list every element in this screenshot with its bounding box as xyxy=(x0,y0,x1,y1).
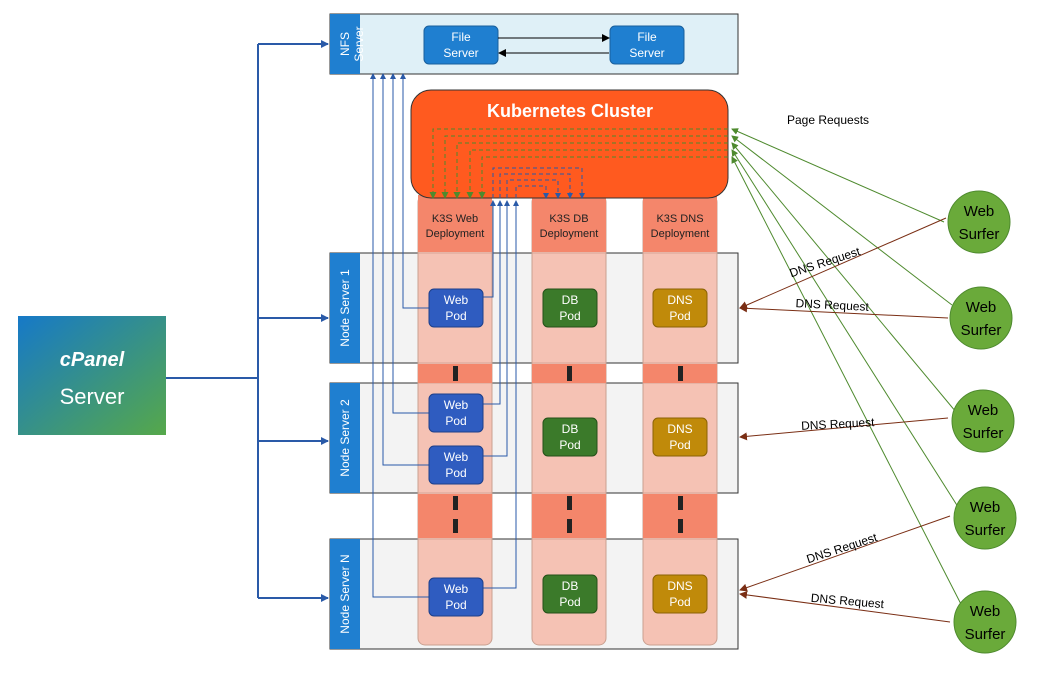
db-request-routing xyxy=(492,167,585,199)
cpanel-connections xyxy=(166,40,329,602)
nfs-label-line1: NFS xyxy=(338,32,352,56)
web-surfer: Web Surfer xyxy=(949,286,1013,350)
svg-text:Surfer: Surfer xyxy=(965,626,1006,643)
dns-request-label: DNS Request xyxy=(788,244,863,280)
deployment-header xyxy=(532,195,606,252)
node-server-label-box xyxy=(330,539,360,649)
file-server-label: File xyxy=(637,30,657,44)
svg-text:DNS: DNS xyxy=(667,422,692,436)
file-server-box xyxy=(609,25,685,65)
svg-text:Pod: Pod xyxy=(559,438,580,452)
svg-text:DB: DB xyxy=(562,293,579,307)
svg-text:Pod: Pod xyxy=(669,595,690,609)
svg-text:Web: Web xyxy=(968,402,999,419)
deployment-label: Deployment xyxy=(651,228,710,240)
page-requests-label: Page Requests xyxy=(787,113,869,127)
nfs-mount-lines xyxy=(370,73,429,598)
svg-text:Surfer: Surfer xyxy=(965,522,1006,539)
deployment-label: K3S DB xyxy=(549,213,588,225)
svg-text:Pod: Pod xyxy=(445,466,466,480)
dns-request-label: DNS Request xyxy=(795,296,870,314)
deployment-header xyxy=(643,195,717,252)
svg-text:Pod: Pod xyxy=(445,309,466,323)
continuation-marks xyxy=(453,366,683,533)
svg-text:Pod: Pod xyxy=(669,438,690,452)
db-pod: DB Pod xyxy=(542,417,598,457)
cpanel-server-label: Server xyxy=(60,384,125,409)
db-pod: DB Pod xyxy=(542,288,598,328)
cluster-title: Kubernetes Cluster xyxy=(487,101,653,121)
dns-pod: DNS Pod xyxy=(652,417,708,457)
page-request-lines xyxy=(731,128,965,611)
dns-pod: DNS Pod xyxy=(652,574,708,614)
deployment-header xyxy=(418,195,492,252)
svg-text:Web: Web xyxy=(970,499,1001,516)
svg-text:Surfer: Surfer xyxy=(959,226,1000,243)
web-surfer: Web Surfer xyxy=(951,389,1015,453)
svg-text:Web: Web xyxy=(444,582,469,596)
node-server-label: Node Server N xyxy=(338,554,352,633)
dns-request-label: DNS Request xyxy=(810,591,885,611)
svg-text:Pod: Pod xyxy=(559,595,580,609)
nfs-label-line2: Server xyxy=(352,26,366,61)
node-server-label-box xyxy=(330,383,360,493)
deployment-label: Deployment xyxy=(426,228,485,240)
svg-text:Pod: Pod xyxy=(445,598,466,612)
web-pod: Web Pod xyxy=(428,393,484,433)
dns-request-label: DNS Request xyxy=(805,530,880,566)
svg-text:DNS: DNS xyxy=(667,293,692,307)
web-surfer: Web Surfer xyxy=(953,486,1017,550)
svg-text:Surfer: Surfer xyxy=(961,322,1002,339)
svg-text:DB: DB xyxy=(562,422,579,436)
svg-text:DNS: DNS xyxy=(667,579,692,593)
svg-text:Web: Web xyxy=(966,299,997,316)
svg-text:Pod: Pod xyxy=(445,414,466,428)
nfs-server-label-box xyxy=(330,14,360,74)
cpanel-server xyxy=(18,316,166,435)
dns-pod: DNS Pod xyxy=(652,288,708,328)
cpanel-logo: cPanel xyxy=(60,349,125,371)
web-surfer: Web Surfer xyxy=(947,190,1011,254)
pod-cluster-lines xyxy=(483,200,519,589)
svg-text:DB: DB xyxy=(562,579,579,593)
svg-text:Web: Web xyxy=(964,203,995,220)
node-server-label-box xyxy=(330,253,360,363)
node-server-label: Node Server 1 xyxy=(338,269,352,347)
svg-text:Pod: Pod xyxy=(559,309,580,323)
deployment-label: Deployment xyxy=(540,228,599,240)
file-server-box xyxy=(423,25,499,65)
web-pod: Web Pod xyxy=(428,445,484,485)
node-server-label: Node Server 2 xyxy=(338,399,352,477)
web-pod: Web Pod xyxy=(428,577,484,617)
deployment-label: K3S DNS xyxy=(656,213,703,225)
svg-text:Web: Web xyxy=(444,450,469,464)
dns-request-label: DNS Request xyxy=(801,415,876,433)
file-server-label: Server xyxy=(443,46,478,60)
svg-text:Web: Web xyxy=(444,293,469,307)
svg-text:Pod: Pod xyxy=(669,309,690,323)
web-pod: Web Pod xyxy=(428,288,484,328)
page-request-routing xyxy=(429,128,728,199)
db-pod: DB Pod xyxy=(542,574,598,614)
file-server-label: File xyxy=(451,30,471,44)
svg-text:Web: Web xyxy=(444,398,469,412)
web-surfer: Web Surfer xyxy=(953,590,1017,654)
deployment-label: K3S Web xyxy=(432,213,478,225)
svg-text:Surfer: Surfer xyxy=(963,425,1004,442)
dns-request-lines xyxy=(739,217,951,623)
svg-text:Web: Web xyxy=(970,603,1001,620)
file-server-label: Server xyxy=(629,46,664,60)
